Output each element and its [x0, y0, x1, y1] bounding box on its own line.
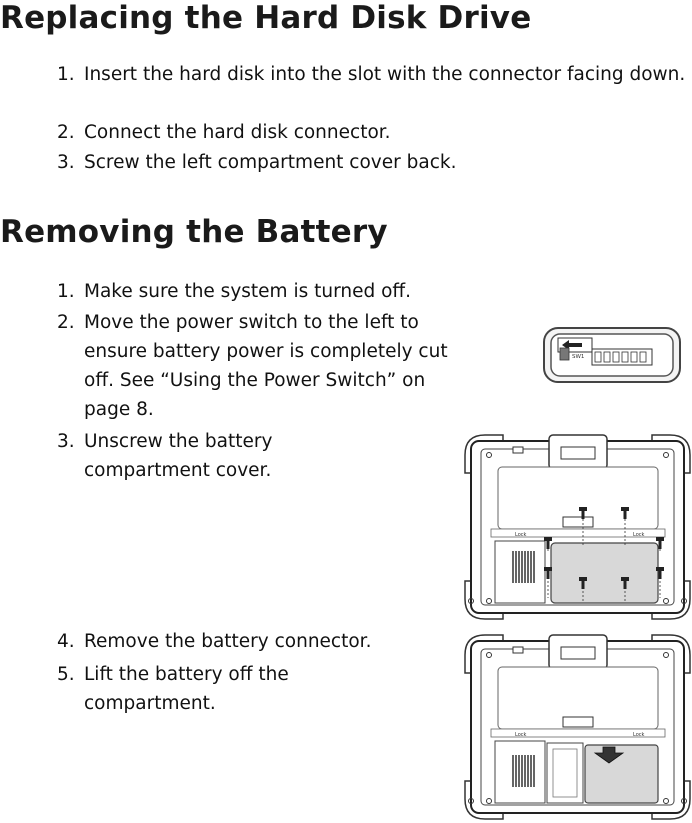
- power-switch-illustration: SW1: [543, 327, 681, 383]
- lock-label-left: Lock: [515, 732, 527, 738]
- step-text: Make sure the system is turned off.: [84, 281, 412, 302]
- lock-label-right: Lock: [633, 532, 645, 538]
- step-text: Remove the battery connector.: [84, 631, 372, 652]
- step-text: Lift the battery off the compartment.: [84, 664, 289, 714]
- list-item: 5. Lift the battery off the compartment.: [57, 660, 347, 718]
- step-text: Insert the hard disk into the slot with …: [84, 64, 686, 85]
- step-number: 1.: [57, 281, 75, 302]
- switch-label: SW1: [572, 354, 584, 360]
- battery-cover-screws-illustration: Lock Lock: [464, 434, 691, 620]
- step-text: Unscrew the battery compartment cover.: [84, 431, 273, 481]
- lock-label-right: Lock: [633, 732, 645, 738]
- list-item: 4. Remove the battery connector.: [57, 627, 417, 656]
- list-item: 1. Make sure the system is turned off.: [57, 277, 657, 306]
- step-number: 2.: [57, 312, 75, 333]
- step-number: 2.: [57, 122, 75, 143]
- battery-compartment-illustration: Lock Lock: [464, 634, 691, 820]
- arrow-left-icon: [562, 340, 582, 350]
- section-title-replacing-hdd: Replacing the Hard Disk Drive: [0, 0, 532, 36]
- step-text: Screw the left compartment cover back.: [84, 152, 457, 173]
- section-title-removing-battery: Removing the Battery: [0, 214, 388, 250]
- list-item: 1. Insert the hard disk into the slot wi…: [57, 60, 692, 89]
- list-item: 2. Move the power switch to the left to …: [57, 308, 457, 424]
- step-number: 4.: [57, 631, 75, 652]
- step-text: Move the power switch to the left to ens…: [84, 312, 448, 420]
- list-item: 3. Screw the left compartment cover back…: [57, 148, 692, 177]
- step-number: 3.: [57, 152, 75, 173]
- step-number: 3.: [57, 431, 75, 452]
- step-number: 5.: [57, 664, 75, 685]
- list-item: 3. Unscrew the battery compartment cover…: [57, 427, 302, 485]
- step-text: Connect the hard disk connector.: [84, 122, 391, 143]
- arrow-down-icon: [593, 746, 625, 764]
- list-item: 2. Connect the hard disk connector.: [57, 118, 692, 147]
- lock-label-left: Lock: [515, 532, 527, 538]
- step-number: 1.: [57, 64, 75, 85]
